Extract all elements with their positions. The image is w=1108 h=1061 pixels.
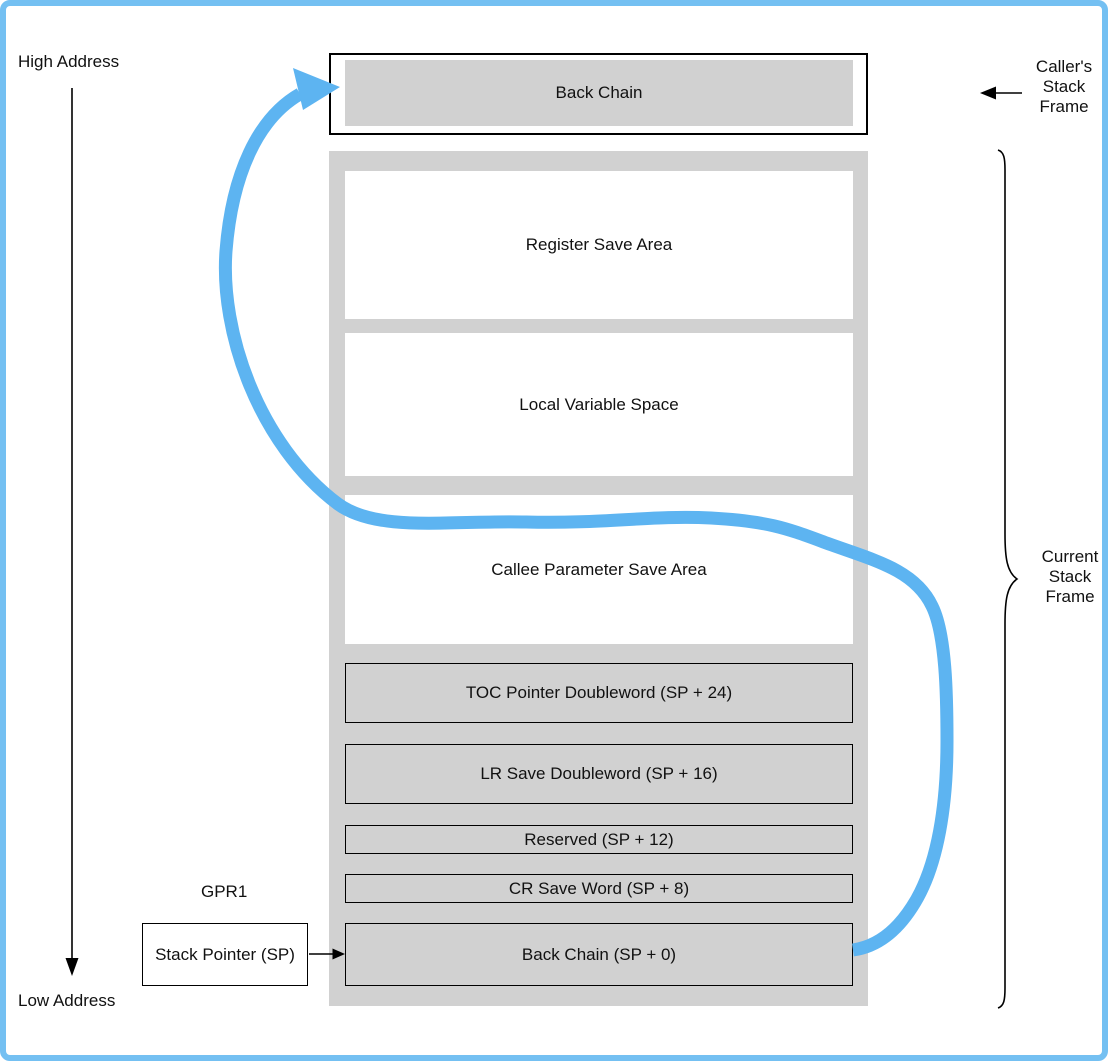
stack-pointer-box: Stack Pointer (SP) xyxy=(142,923,308,986)
caller-back-chain-label: Back Chain xyxy=(555,83,643,102)
frame-row-label: Back Chain (SP + 0) xyxy=(521,944,677,964)
high-address-label: High Address xyxy=(18,52,120,71)
frame-row-local-variable-space: Local Variable Space xyxy=(345,333,853,476)
frame-row-label: Register Save Area xyxy=(525,235,673,254)
frame-row-label: TOC Pointer Doubleword (SP + 24) xyxy=(465,683,733,702)
current-frame-brace xyxy=(997,149,1019,1009)
stack-pointer-label: Stack Pointer (SP) xyxy=(155,944,295,964)
current-stack-frame-label: Current Stack Frame xyxy=(1041,547,1099,606)
frame-row-label: CR Save Word (SP + 8) xyxy=(508,878,690,898)
address-direction-arrow xyxy=(65,88,79,976)
frame-row-cr-save-word: CR Save Word (SP + 8) xyxy=(345,874,853,903)
frame-row-back-chain: Back Chain (SP + 0) xyxy=(345,923,853,986)
frame-row-register-save-area: Register Save Area xyxy=(345,171,853,319)
frame-row-reserved: Reserved (SP + 12) xyxy=(345,825,853,854)
caller-frame-arrow xyxy=(980,86,1022,100)
caller-back-chain-cell: Back Chain xyxy=(345,60,853,126)
caller-frame-box: Back Chain xyxy=(329,53,868,135)
low-address-label: Low Address xyxy=(18,991,116,1010)
frame-row-toc-pointer: TOC Pointer Doubleword (SP + 24) xyxy=(345,663,853,723)
frame-row-label: Reserved (SP + 12) xyxy=(524,829,674,849)
frame-row-label: LR Save Doubleword (SP + 16) xyxy=(480,764,718,783)
frame-row-callee-parameter-save-area: Callee Parameter Save Area xyxy=(345,495,853,644)
callers-stack-frame-label: Caller's Stack Frame xyxy=(1035,57,1093,116)
frame-row-label: Callee Parameter Save Area xyxy=(491,559,707,579)
frame-row-label: Local Variable Space xyxy=(519,394,679,414)
gpr1-label: GPR1 xyxy=(201,882,248,901)
frame-row-lr-save: LR Save Doubleword (SP + 16) xyxy=(345,744,853,804)
